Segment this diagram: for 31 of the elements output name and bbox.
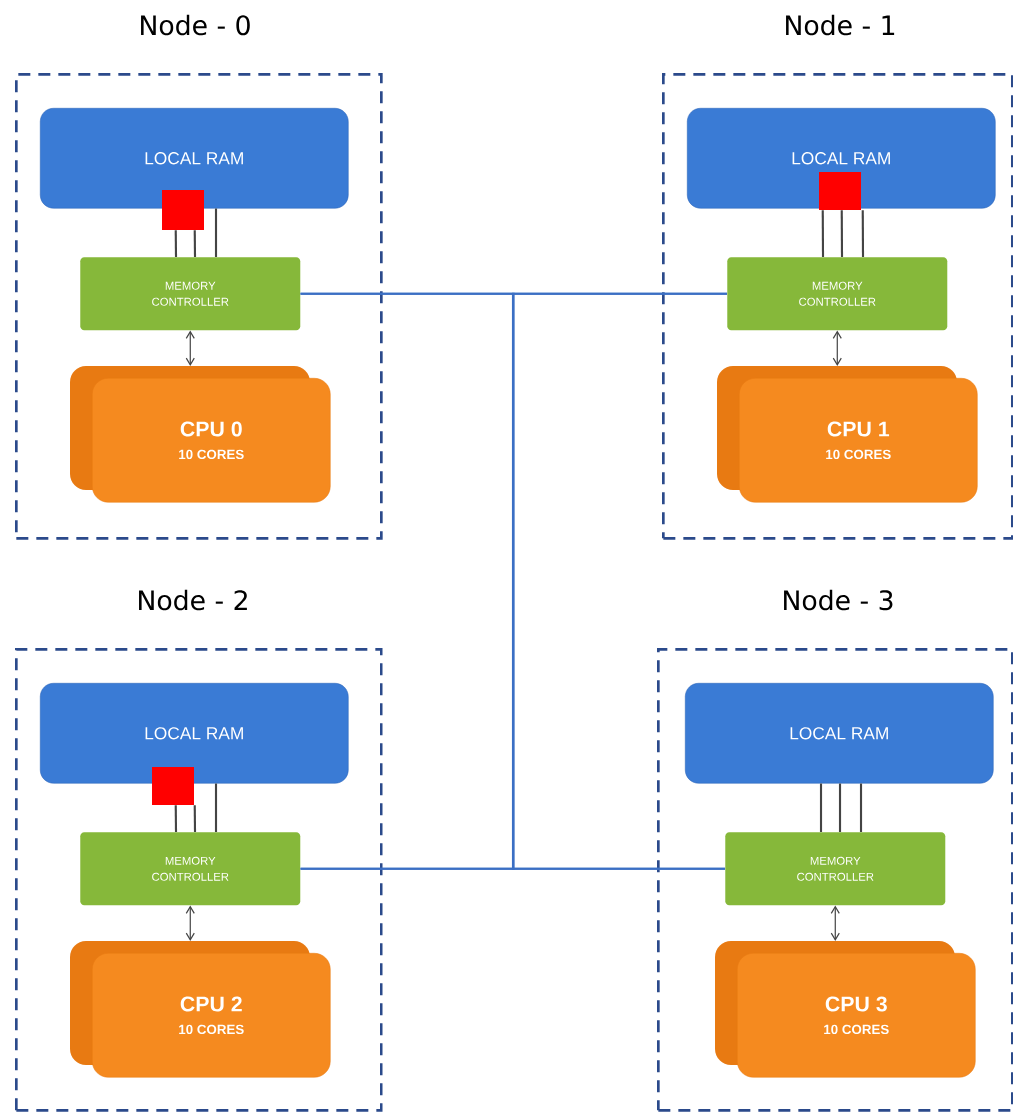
- bus-lines: [214, 783, 218, 832]
- arrow: [832, 330, 842, 366]
- cpu-stack: CPU 3 10 CORES: [715, 941, 976, 1078]
- arrow: [185, 905, 195, 941]
- bus-lines: [174, 230, 197, 257]
- group-heading: Node - 3: [784, 589, 893, 611]
- controller-box: MEMORY CONTROLLER: [725, 832, 946, 906]
- controller-box: MEMORY CONTROLLER: [80, 832, 301, 906]
- controller-box: MEMORY CONTROLLER: [80, 257, 301, 331]
- arrow: [830, 905, 840, 941]
- group-heading: Node - 0: [141, 14, 250, 36]
- group-heading: Node - 1: [786, 14, 895, 36]
- cpu-stack: CPU 1 10 CORES: [717, 366, 978, 503]
- bus-lines: [174, 805, 197, 833]
- ram-box: LOCAL RAM: [687, 108, 996, 209]
- square-marker: [152, 767, 194, 805]
- ram-box: LOCAL RAM: [40, 683, 349, 784]
- bus-lines: [819, 783, 863, 832]
- bus-lines: [821, 210, 865, 257]
- ram-box: LOCAL RAM: [685, 683, 994, 784]
- arrow: [185, 330, 195, 366]
- ram-box: LOCAL RAM: [40, 108, 349, 209]
- interconnect-line: [511, 292, 727, 870]
- interconnect-line: [300, 292, 515, 870]
- square-marker: [819, 172, 861, 210]
- cpu-stack: CPU 2 10 CORES: [70, 941, 331, 1078]
- cpu-stack: CPU 0 10 CORES: [70, 366, 331, 503]
- square-marker: [162, 190, 204, 230]
- bus-lines: [214, 208, 218, 257]
- controller-box: MEMORY CONTROLLER: [727, 257, 948, 331]
- group-heading: Node - 2: [139, 589, 247, 611]
